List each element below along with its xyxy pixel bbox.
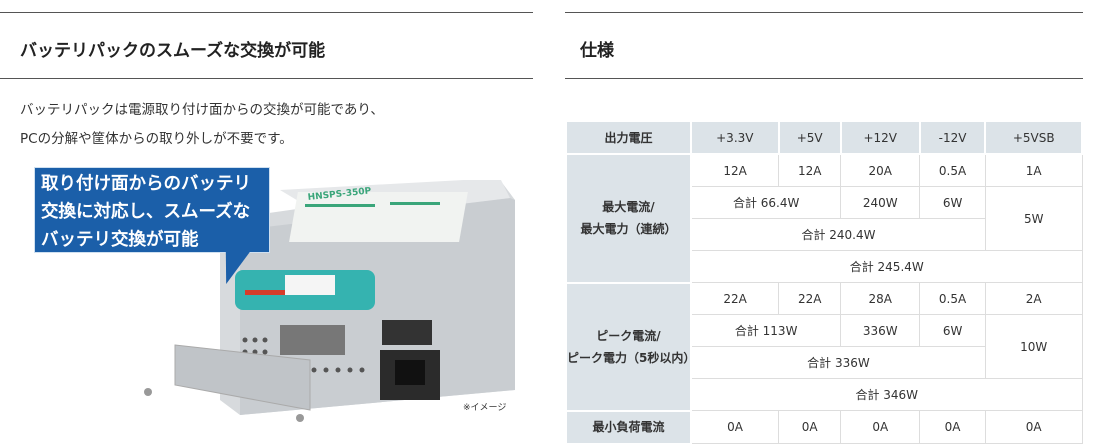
- peak-total: 合計 346W: [690, 378, 1083, 411]
- peak-current-5v: 22A: [778, 282, 842, 315]
- table-row: 最大電流/最大電力（連続） 12A 12A 20A 0.5A 1A: [565, 153, 1083, 284]
- table-header-row: 出力電圧 +3.3V +5V +12V -12V +5VSB: [565, 120, 1083, 155]
- title-rule-left: [0, 78, 533, 79]
- max-sum-3v3-5v: 合計 66.4W: [690, 186, 842, 219]
- header-minus12v: -12V: [918, 120, 987, 155]
- min-5vsb: 0A: [984, 410, 1083, 444]
- peak-current-12v: 28A: [840, 282, 921, 315]
- min-12v: 0A: [840, 410, 921, 444]
- peak-label-1: ピーク電流/: [596, 328, 661, 343]
- header-12v: +12V: [839, 120, 921, 155]
- header-5vsb: +5VSB: [984, 120, 1083, 155]
- min-load-label: 最小負荷電流: [565, 409, 692, 445]
- spec-table: 出力電圧 +3.3V +5V +12V -12V +5VSB 最大電流/最大電力…: [565, 120, 1083, 445]
- power-supply-image: HNSPS-350P: [144, 180, 515, 422]
- max-label-2: 最大電力（連続）: [580, 222, 677, 237]
- table-row: 合計 240.4W: [566, 218, 1082, 251]
- peak-current-5vsb: 2A: [984, 282, 1083, 315]
- table-row: 合計 66.4W 240W 6W 5W: [566, 186, 1083, 251]
- max-current-m12v: 0.5A: [919, 153, 986, 187]
- table-row: 合計 245.4W: [566, 250, 1083, 283]
- max-current-12v: 20A: [840, 153, 921, 187]
- peak-power-12v: 336W: [840, 314, 921, 347]
- section-title-right: 仕様: [580, 41, 614, 61]
- max-label: 最大電流/最大電力（連続）: [565, 153, 692, 284]
- table-row: 合計 113W 336W 6W 10W: [566, 314, 1083, 379]
- max-current-5v: 12A: [778, 153, 842, 187]
- max-power-m12v: 6W: [919, 186, 986, 219]
- table-row: 最小負荷電流 0A 0A 0A 0A 0A: [565, 409, 1083, 445]
- top-rule-left: [0, 12, 533, 13]
- peak-power-5vsb: 10W: [984, 314, 1083, 379]
- header-3v3: +3.3V: [690, 120, 780, 155]
- peak-label-2: ピーク電力（5秒以内）: [567, 350, 696, 365]
- header-5v: +5V: [777, 120, 842, 155]
- min-3v3: 0A: [690, 410, 780, 444]
- title-rule-right: [565, 78, 1083, 79]
- peak-sum-3v3-5v: 合計 113W: [690, 314, 842, 347]
- callout-line-2: 交換に対応し、スムーズな: [41, 202, 251, 222]
- table-row: 合計 346W: [566, 378, 1083, 411]
- peak-power-m12v: 6W: [919, 314, 986, 347]
- top-rule-right: [565, 12, 1083, 13]
- section-title-left: バッテリパックのスムーズな交換が可能: [20, 41, 326, 61]
- callout-line-3: バッテリ交換が可能: [41, 230, 199, 250]
- peak-label: ピーク電流/ピーク電力（5秒以内）: [565, 281, 696, 412]
- peak-current-m12v: 0.5A: [919, 282, 986, 315]
- max-current-3v3: 12A: [690, 153, 780, 187]
- min-m12v: 0A: [919, 410, 986, 444]
- peak-sum-main: 合計 336W: [690, 346, 986, 379]
- max-current-5vsb: 1A: [984, 153, 1083, 187]
- max-power-5vsb: 5W: [984, 186, 1083, 251]
- header-output-voltage: 出力電圧: [565, 120, 692, 155]
- description-line-1: バッテリパックは電源取り付け面からの交換が可能であり、: [20, 102, 384, 118]
- table-row: ピーク電流/ピーク電力（5秒以内） 22A 22A 28A 0.5A 2A: [565, 281, 1083, 412]
- peak-current-3v3: 22A: [690, 282, 780, 315]
- max-label-1: 最大電流/: [602, 200, 655, 215]
- callout-line-1: 取り付け面からのバッテリ: [41, 174, 251, 194]
- max-total: 合計 245.4W: [690, 250, 1083, 283]
- image-note: ※イメージ: [463, 403, 507, 413]
- description-line-2: PCの分解や筐体からの取り外しが不要です。: [20, 131, 293, 147]
- max-sum-main: 合計 240.4W: [690, 218, 986, 251]
- feature-callout: 取り付け面からのバッテリ 交換に対応し、スムーズな バッテリ交換が可能: [34, 167, 270, 253]
- min-5v: 0A: [778, 410, 842, 444]
- max-power-12v: 240W: [840, 186, 921, 219]
